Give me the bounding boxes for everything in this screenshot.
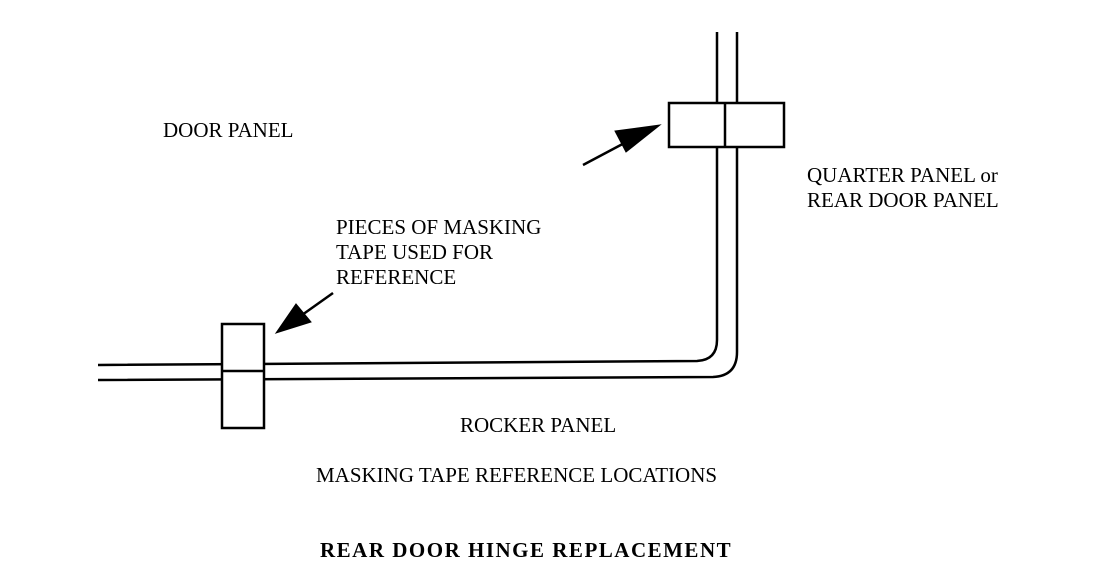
figure-caption: MASKING TAPE REFERENCE LOCATIONS (316, 463, 718, 487)
upper-arrow-head (614, 124, 662, 153)
inner-seam-line (97, 32, 719, 367)
lower-tape-piece (220, 322, 266, 430)
rocker-panel-label: ROCKER PANEL (460, 413, 617, 437)
masking-tape-label-line3: REFERENCE (336, 265, 457, 289)
lower-arrow-shaft (301, 291, 334, 317)
figure-title: REAR DOOR HINGE REPLACEMENT (320, 538, 733, 562)
quarter-panel-label-line1: QUARTER PANEL or (807, 163, 998, 187)
outer-seam-line (97, 32, 739, 382)
lower-arrow-head (274, 303, 312, 334)
masking-tape-label-line2: TAPE USED FOR (336, 240, 494, 264)
door-panel-label: DOOR PANEL (163, 118, 294, 142)
upper-tape-piece (667, 101, 786, 149)
quarter-panel-label-line2: REAR DOOR PANEL (807, 188, 999, 212)
masking-tape-label-line1: PIECES OF MASKING (336, 215, 542, 239)
